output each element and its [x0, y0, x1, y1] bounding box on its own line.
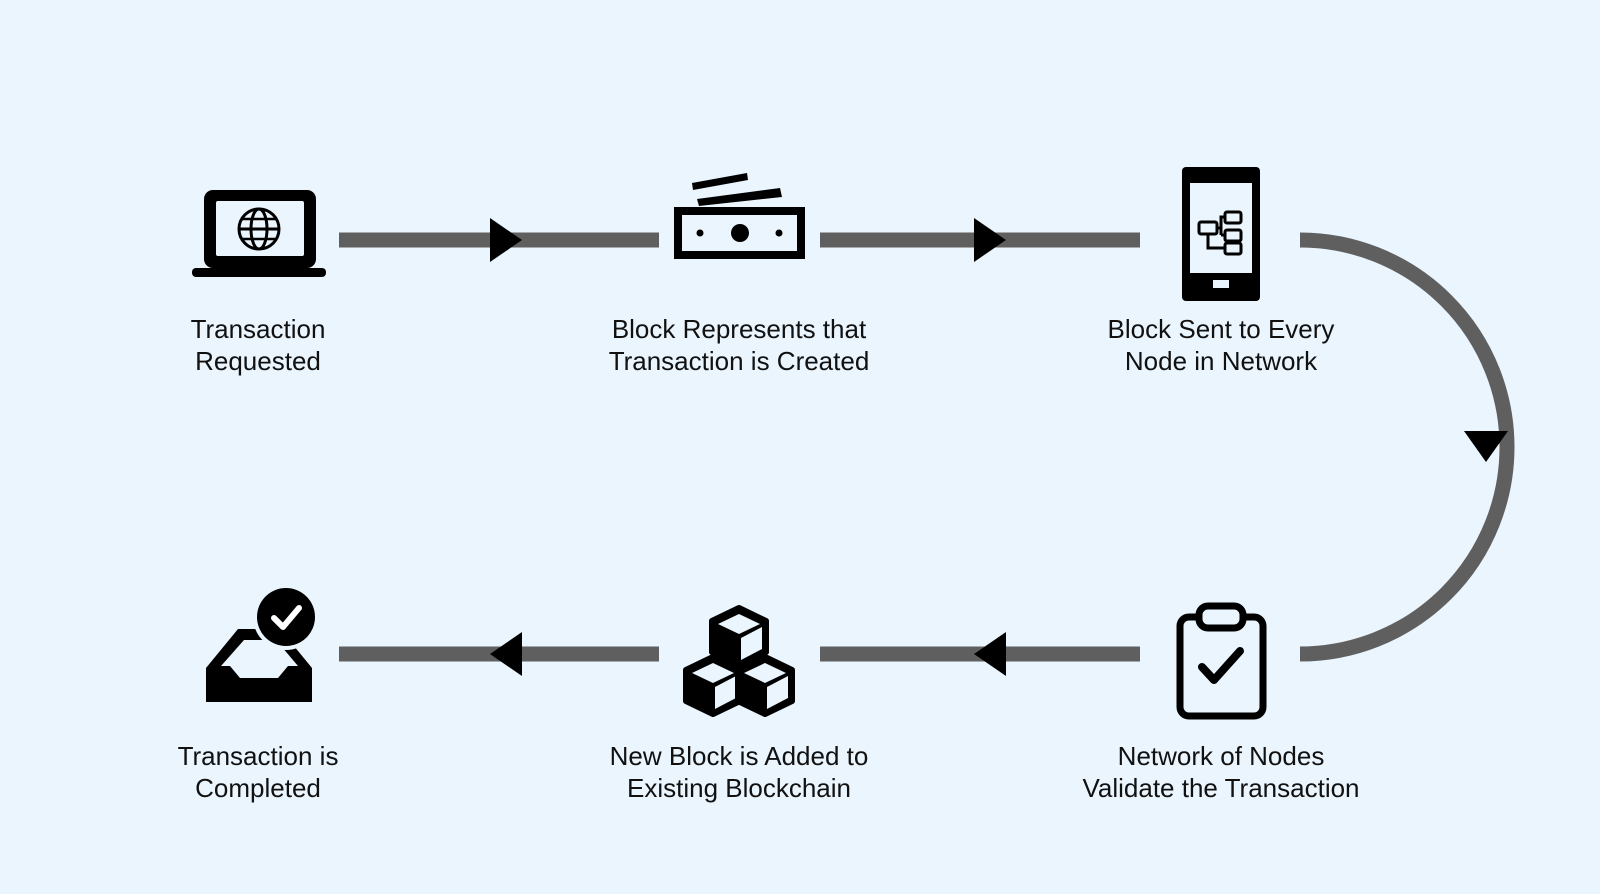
- smartphone-network-icon: [1182, 167, 1260, 301]
- connector-4-to-5: [820, 632, 1140, 676]
- connector-arc: [1299, 232, 1515, 662]
- step-label-nodes-validate: Network of Nodes Validate the Transactio…: [1041, 740, 1401, 804]
- label-line: Block Sent to Every: [1107, 314, 1335, 344]
- arrow-right-icon: [974, 218, 1006, 262]
- label-line: Validate the Transaction: [1082, 773, 1360, 803]
- label-line: Completed: [195, 773, 321, 803]
- label-line: Requested: [195, 346, 321, 376]
- stacked-cubes-icon: [683, 605, 795, 717]
- step-label-block-added: New Block is Added to Existing Blockchai…: [559, 740, 919, 804]
- step-label-block-sent: Block Sent to Every Node in Network: [1041, 313, 1401, 377]
- arrow-left-icon: [974, 632, 1006, 676]
- connector-3-to-4: [1299, 232, 1515, 662]
- label-line: Transaction: [190, 314, 326, 344]
- inbox-check-icon: [206, 584, 319, 702]
- label-line: Transaction is: [177, 741, 339, 771]
- clipboard-check-icon: [1176, 602, 1267, 720]
- arrow-right-icon: [490, 218, 522, 262]
- step-label-block-created: Block Represents that Transaction is Cre…: [559, 313, 919, 377]
- connector-2-to-3: [820, 218, 1140, 262]
- arrow-down-icon: [1464, 431, 1508, 462]
- laptop-globe-icon: [192, 190, 326, 277]
- arrow-left-icon: [490, 632, 522, 676]
- connector-5-to-6: [339, 632, 659, 676]
- step-label-transaction-completed: Transaction is Completed: [78, 740, 438, 804]
- label-line: Node in Network: [1124, 346, 1318, 376]
- step-label-transaction-requested: Transaction Requested: [78, 313, 438, 377]
- label-line: Transaction is Created: [608, 346, 870, 376]
- banknote-icon: [674, 173, 805, 259]
- connector-1-to-2: [339, 218, 659, 262]
- label-line: New Block is Added to: [609, 741, 869, 771]
- label-line: Block Represents that: [611, 314, 867, 344]
- label-line: Existing Blockchain: [627, 773, 851, 803]
- label-line: Network of Nodes: [1117, 741, 1325, 771]
